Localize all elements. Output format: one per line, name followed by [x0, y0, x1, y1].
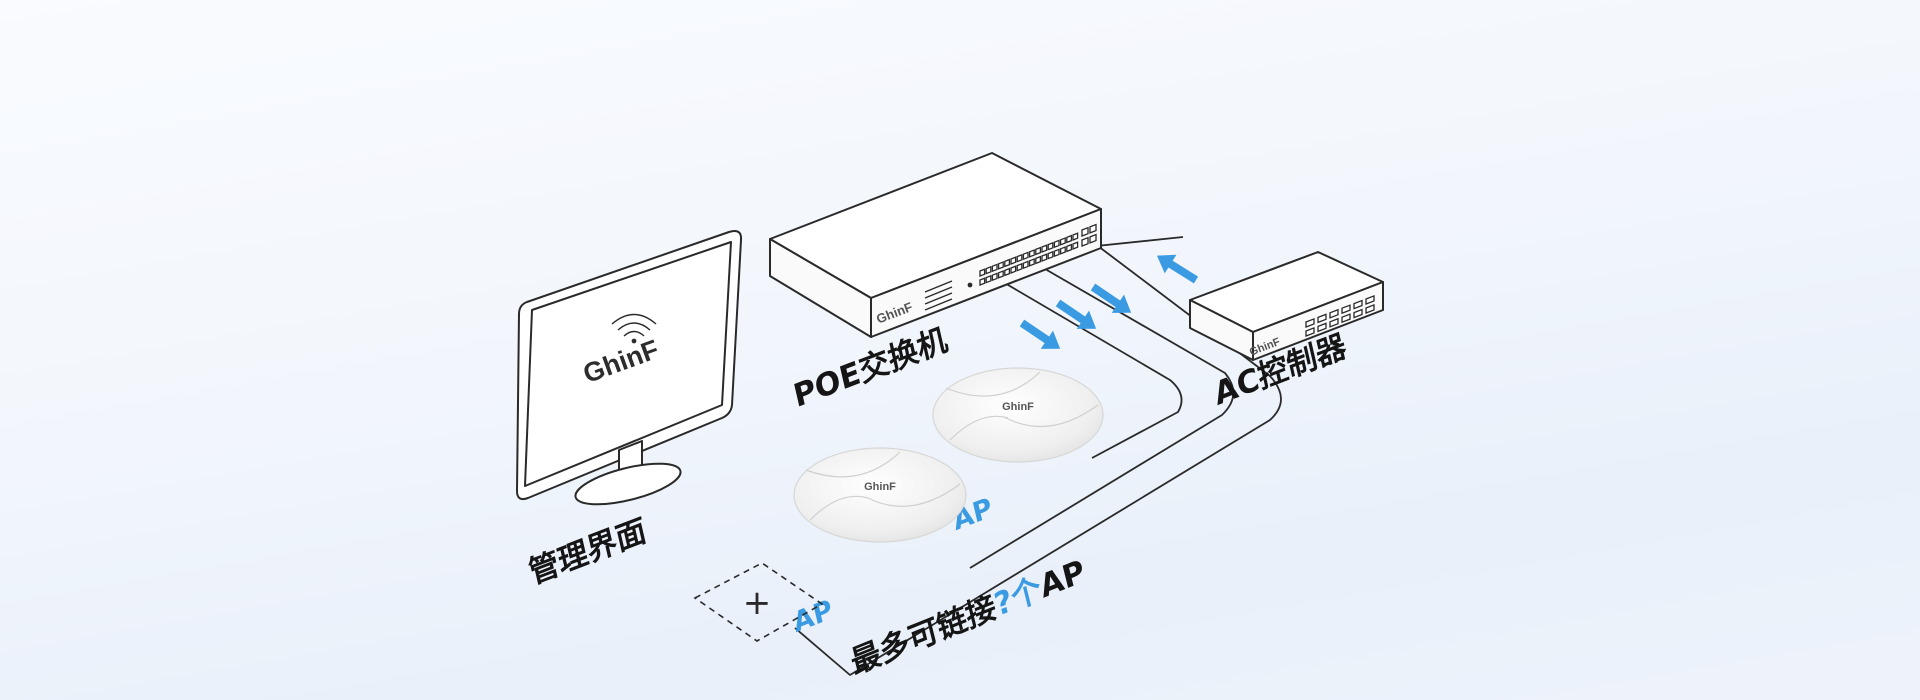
ap-disc [932, 367, 1104, 463]
port [1016, 262, 1023, 272]
port [1047, 250, 1054, 260]
port [1341, 313, 1351, 324]
port [1041, 253, 1048, 262]
port [1317, 313, 1327, 324]
port [1081, 236, 1089, 247]
port [1305, 317, 1315, 328]
port [991, 272, 998, 282]
port [1353, 308, 1363, 319]
monitor-base [574, 462, 682, 506]
port [997, 270, 1004, 279]
port [1047, 241, 1054, 251]
ap-brand-logo: GhinF [864, 481, 896, 493]
port [1072, 232, 1079, 241]
data-flow-arrows [1019, 254, 1199, 349]
port [985, 265, 992, 275]
capacity-note-suffix: AP [1036, 553, 1088, 606]
port [1022, 260, 1029, 270]
cable-switch-to-ap2 [969, 261, 1235, 569]
port [1365, 294, 1375, 305]
port [1035, 255, 1042, 265]
port [1329, 317, 1339, 328]
ac-port-grid [1305, 294, 1375, 337]
port [1022, 251, 1029, 261]
port [1028, 249, 1035, 258]
port [1041, 244, 1048, 253]
port [1053, 248, 1060, 258]
arrow-icon [1019, 319, 1061, 349]
port [979, 277, 986, 286]
ap-disc [793, 447, 967, 543]
port [1059, 237, 1066, 246]
port [985, 274, 992, 284]
port [1317, 322, 1327, 333]
switch-led [967, 282, 973, 288]
capacity-note: 最多可链接?个AP [847, 553, 1088, 682]
port [997, 261, 1004, 270]
capacity-note-prefix: 最多可链接 [847, 589, 999, 682]
cable-switch-to-ap1 [1002, 281, 1183, 459]
port [1059, 246, 1066, 255]
port [979, 268, 986, 277]
monitor-screen [524, 241, 732, 487]
add-ap-slot: + [693, 562, 824, 642]
port [1072, 241, 1079, 250]
port [1004, 258, 1011, 268]
switch-vent [924, 280, 953, 311]
cable-switch-to-more-aps [794, 239, 1282, 676]
ap-label: AP [791, 594, 836, 639]
port [1010, 256, 1017, 265]
port [1089, 233, 1097, 244]
management-ui-label: 管理界面 [526, 512, 650, 592]
port [1035, 246, 1042, 256]
port [1089, 223, 1097, 234]
plus-icon: + [743, 583, 772, 623]
port [1004, 267, 1011, 277]
port [1010, 265, 1017, 274]
port [1028, 258, 1035, 267]
port [1341, 304, 1351, 315]
port [1329, 308, 1339, 319]
port [1365, 303, 1375, 314]
arrow-icon [1090, 283, 1132, 313]
port [1081, 226, 1089, 237]
wifi-icon [611, 313, 657, 344]
management-monitor: GhinF 管理界面 [516, 230, 743, 592]
port [1066, 243, 1073, 253]
arrow-icon [1055, 299, 1097, 329]
port [1066, 234, 1073, 244]
port [1053, 239, 1060, 249]
port [1305, 326, 1315, 337]
port [991, 263, 998, 273]
port [1016, 253, 1023, 263]
port [1353, 299, 1363, 310]
ap-brand-logo: GhinF [1002, 401, 1034, 413]
switch-port-grid [979, 223, 1097, 286]
arrow-icon [1156, 254, 1199, 284]
ac-controller: GhinF AC控制器 [1189, 251, 1384, 413]
